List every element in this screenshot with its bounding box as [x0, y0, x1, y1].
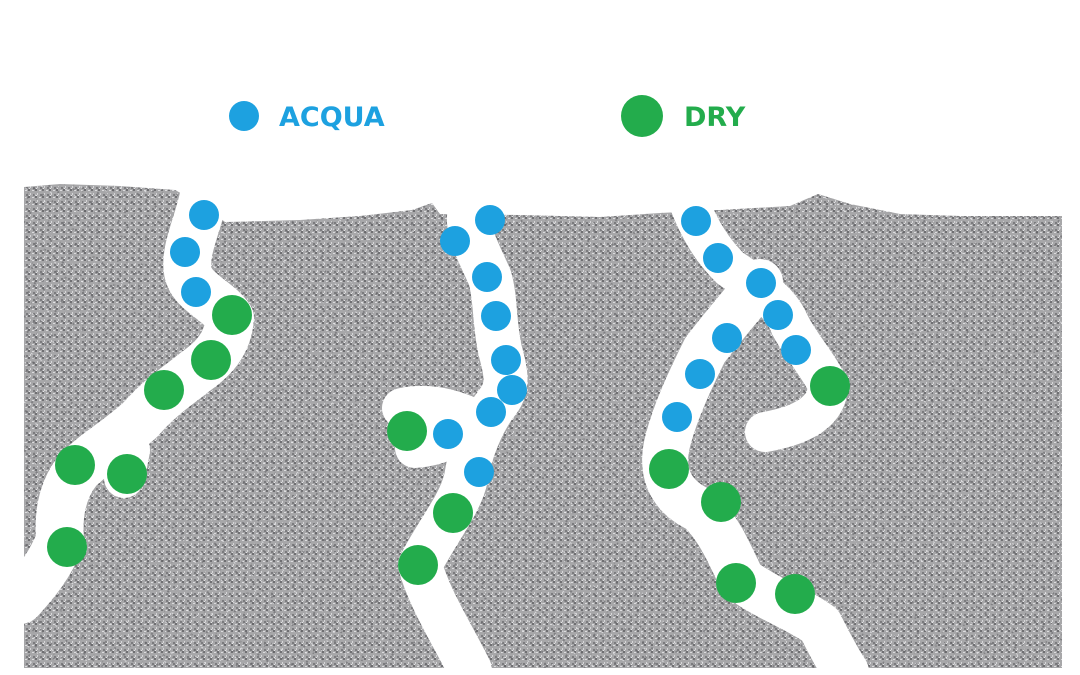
legend-dry-label: DRY [684, 102, 746, 133]
dry-particle [810, 366, 850, 406]
dry-particle [701, 482, 741, 522]
water-particle [746, 268, 776, 298]
crack-left-particles [47, 200, 252, 567]
water-particle [475, 205, 505, 235]
water-particle [181, 277, 211, 307]
crack-right-main [642, 259, 869, 675]
dry-particle [398, 545, 438, 585]
water-particle [170, 237, 200, 267]
dry-particle [212, 295, 252, 335]
particles [47, 200, 850, 614]
water-particle [662, 402, 692, 432]
dry-particle [144, 370, 184, 410]
water-particle [464, 457, 494, 487]
dry-particle [47, 527, 87, 567]
crack-middle-branch [382, 385, 496, 468]
legend-item-dry: DRY [621, 95, 746, 137]
water-particle [781, 335, 811, 365]
dry-particle [649, 449, 689, 489]
crack-right-particles [649, 206, 850, 614]
water-particle [703, 243, 733, 273]
legend-water-label: ACQUA [279, 102, 385, 133]
water-particle [681, 206, 711, 236]
water-particle [440, 226, 470, 256]
crack-middle-particles [387, 205, 527, 585]
legend-water-swatch [229, 101, 259, 131]
dry-particle [191, 340, 231, 380]
water-particle [685, 359, 715, 389]
dry-particle [775, 574, 815, 614]
legend-dry-swatch [621, 95, 663, 137]
substrate [24, 184, 1062, 668]
water-particle [472, 262, 502, 292]
legend-item-water: ACQUA [229, 101, 385, 133]
water-particle [497, 375, 527, 405]
substrate-texture [24, 184, 1062, 668]
water-particle [433, 419, 463, 449]
dry-particle [107, 454, 147, 494]
legend: ACQUA DRY [229, 95, 746, 137]
water-particle [712, 323, 742, 353]
dry-particle [716, 563, 756, 603]
water-particle [491, 345, 521, 375]
dry-particle [433, 493, 473, 533]
water-particle [481, 301, 511, 331]
dry-particle [387, 411, 427, 451]
water-particle [763, 300, 793, 330]
water-particle [476, 397, 506, 427]
water-particle [189, 200, 219, 230]
dry-particle [55, 445, 95, 485]
